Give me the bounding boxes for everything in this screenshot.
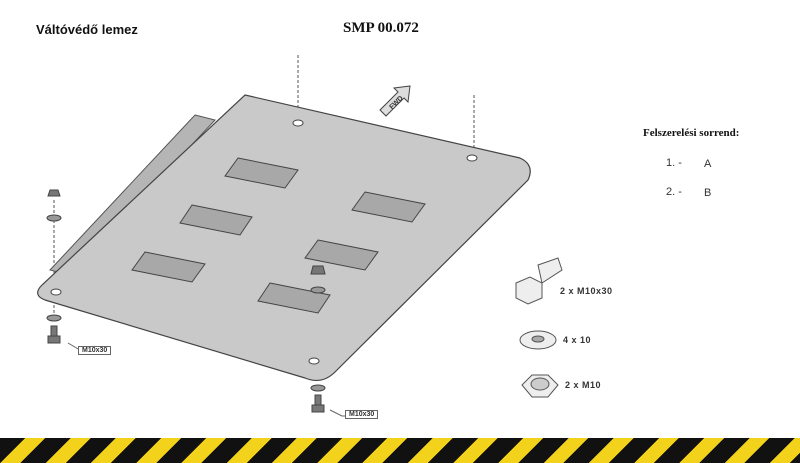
part-code: SMP 00.072: [343, 20, 419, 36]
sequence-title: Felszerelési sorrend:: [643, 127, 740, 139]
part-title: Váltóvédő lemez: [36, 22, 138, 37]
washer-quantity: 4 x 10: [563, 335, 592, 345]
bolt-icon: [515, 257, 563, 305]
bolt-quantity: 2 x M10x30: [560, 286, 613, 296]
step-1-number: 1. -: [666, 157, 682, 169]
plate-cutouts: [131, 157, 426, 314]
center-hardware: [310, 265, 326, 413]
step-1-label: A: [704, 158, 712, 170]
nut-icon: [521, 374, 559, 398]
bolt-callout-left: M10x30: [78, 346, 112, 355]
step-2-number: 2. -: [666, 186, 682, 198]
left-hardware: [46, 189, 62, 344]
nut-quantity: 2 x M10: [565, 380, 602, 390]
step-2-label: B: [704, 187, 712, 199]
skid-plate: [37, 94, 531, 382]
washer-icon: [519, 330, 557, 350]
hazard-stripe-border: [0, 438, 800, 463]
bolt-callout-center: M10x30: [345, 410, 379, 419]
fwd-arrow-icon: [379, 85, 411, 117]
